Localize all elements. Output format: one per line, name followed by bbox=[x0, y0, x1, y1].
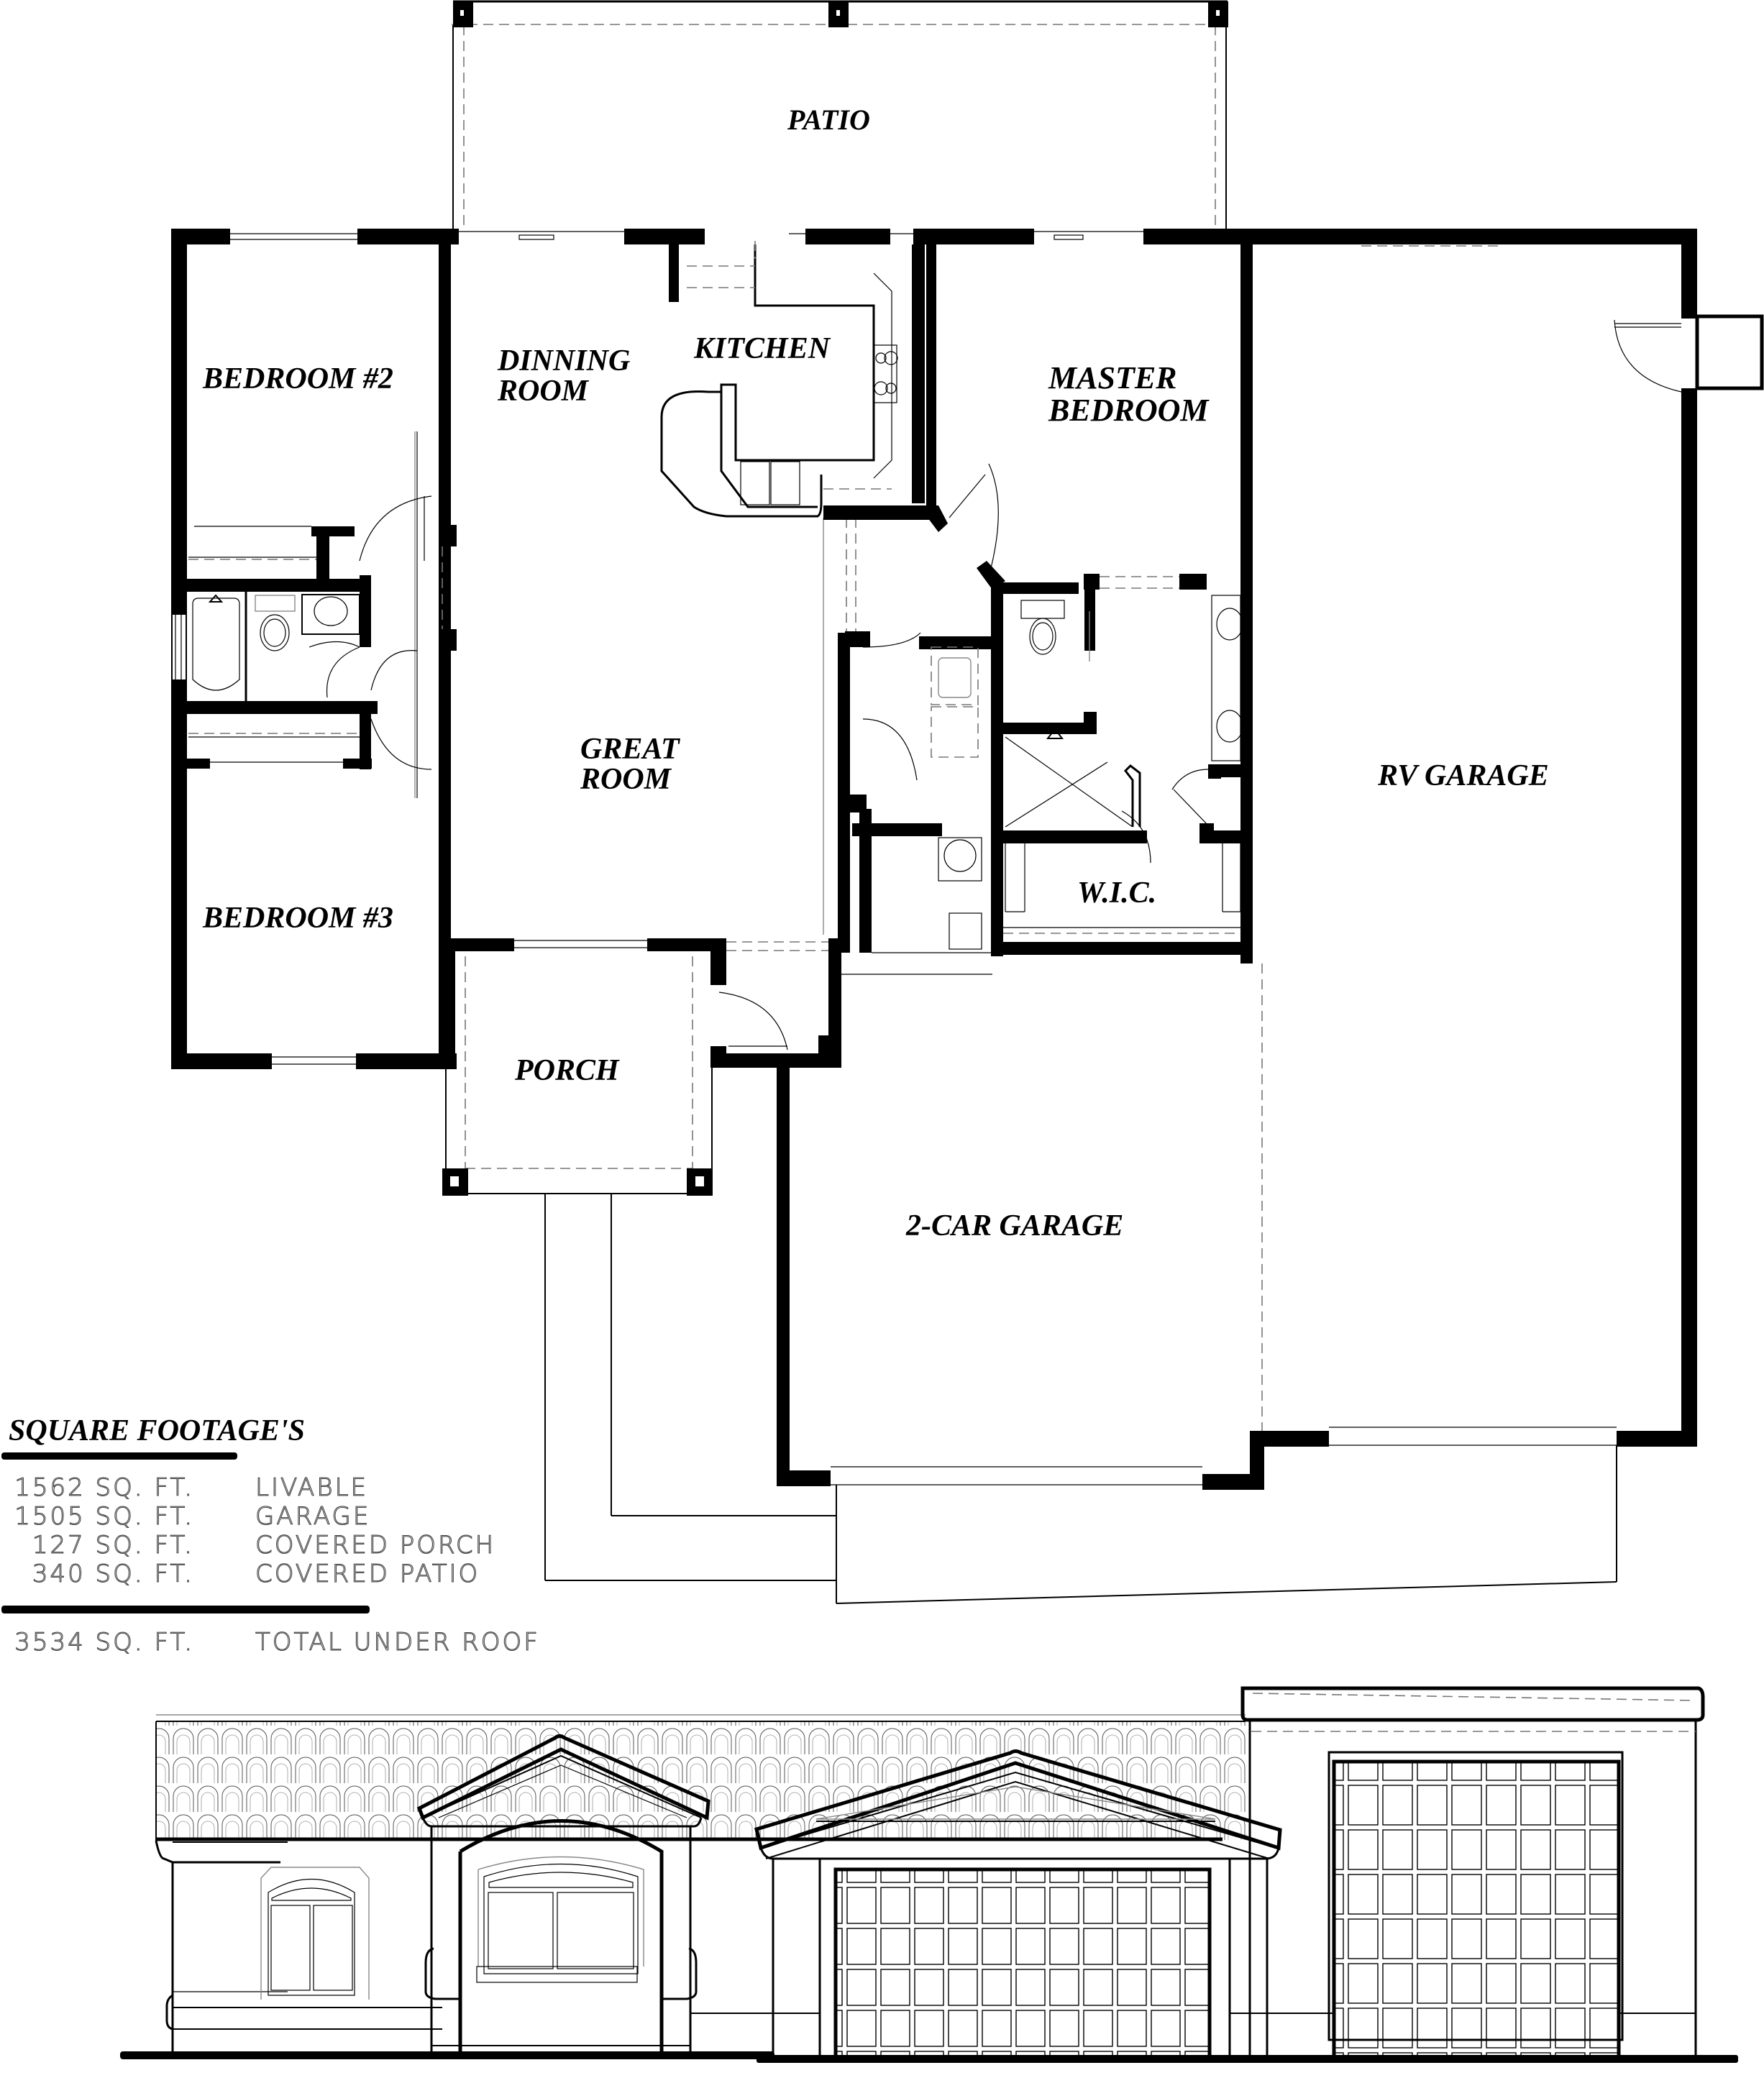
sqft-value-garage: 1505 SQ. FT. bbox=[14, 1502, 194, 1531]
door-swings bbox=[359, 431, 999, 1050]
square-footage-table: SQUARE FOOTAGE'S 1562 SQ. FT. LIVABLE 15… bbox=[1, 1414, 540, 1657]
room-label-kitchen: KITCHEN bbox=[693, 332, 831, 365]
front-elevation bbox=[120, 1686, 1738, 2063]
sqft-label-garage: GARAGE bbox=[255, 1502, 370, 1531]
sqft-value-porch: 127 SQ. FT. bbox=[32, 1531, 194, 1560]
room-label-porch: PORCH bbox=[514, 1054, 620, 1087]
room-label-rv-garage: RV GARAGE bbox=[1377, 759, 1549, 792]
square-footage-title: SQUARE FOOTAGE'S bbox=[9, 1414, 305, 1447]
room-label-wic: W.I.C. bbox=[1077, 876, 1156, 910]
room-label-bedroom-3: BEDROOM #3 bbox=[202, 902, 393, 935]
sqft-value-livable: 1562 SQ. FT. bbox=[14, 1473, 194, 1502]
room-label-master-2: BEDROOM bbox=[1048, 393, 1210, 428]
room-label-dining-2: ROOM bbox=[497, 375, 590, 408]
walls bbox=[171, 229, 1764, 1490]
sqft-label-livable: LIVABLE bbox=[255, 1473, 368, 1502]
room-label-great-2: ROOM bbox=[580, 763, 672, 796]
sqft-label-porch: COVERED PORCH bbox=[255, 1531, 495, 1560]
bathroom-fixtures bbox=[192, 592, 1243, 864]
room-label-dining-1: DINNING bbox=[497, 344, 630, 377]
sqft-label-total: TOTAL UNDER ROOF bbox=[255, 1628, 540, 1657]
porch-and-walkway bbox=[442, 956, 1617, 1604]
sqft-label-patio: COVERED PATIO bbox=[255, 1560, 480, 1588]
kitchen-counters bbox=[660, 241, 898, 518]
room-label-2-car-garage: 2-CAR GARAGE bbox=[905, 1209, 1123, 1242]
room-label-master-1: MASTER bbox=[1048, 360, 1177, 395]
sqft-value-total: 3534 SQ. FT. bbox=[14, 1628, 194, 1657]
room-label-patio: PATIO bbox=[787, 104, 870, 136]
room-label-bedroom-2: BEDROOM #2 bbox=[202, 362, 393, 395]
sqft-value-patio: 340 SQ. FT. bbox=[32, 1560, 194, 1588]
room-labels: PATIO BEDROOM #2 DINNING ROOM KITCHEN MA… bbox=[202, 104, 1549, 1242]
room-label-great-1: GREAT bbox=[580, 733, 681, 766]
patio-area bbox=[452, 0, 1228, 230]
